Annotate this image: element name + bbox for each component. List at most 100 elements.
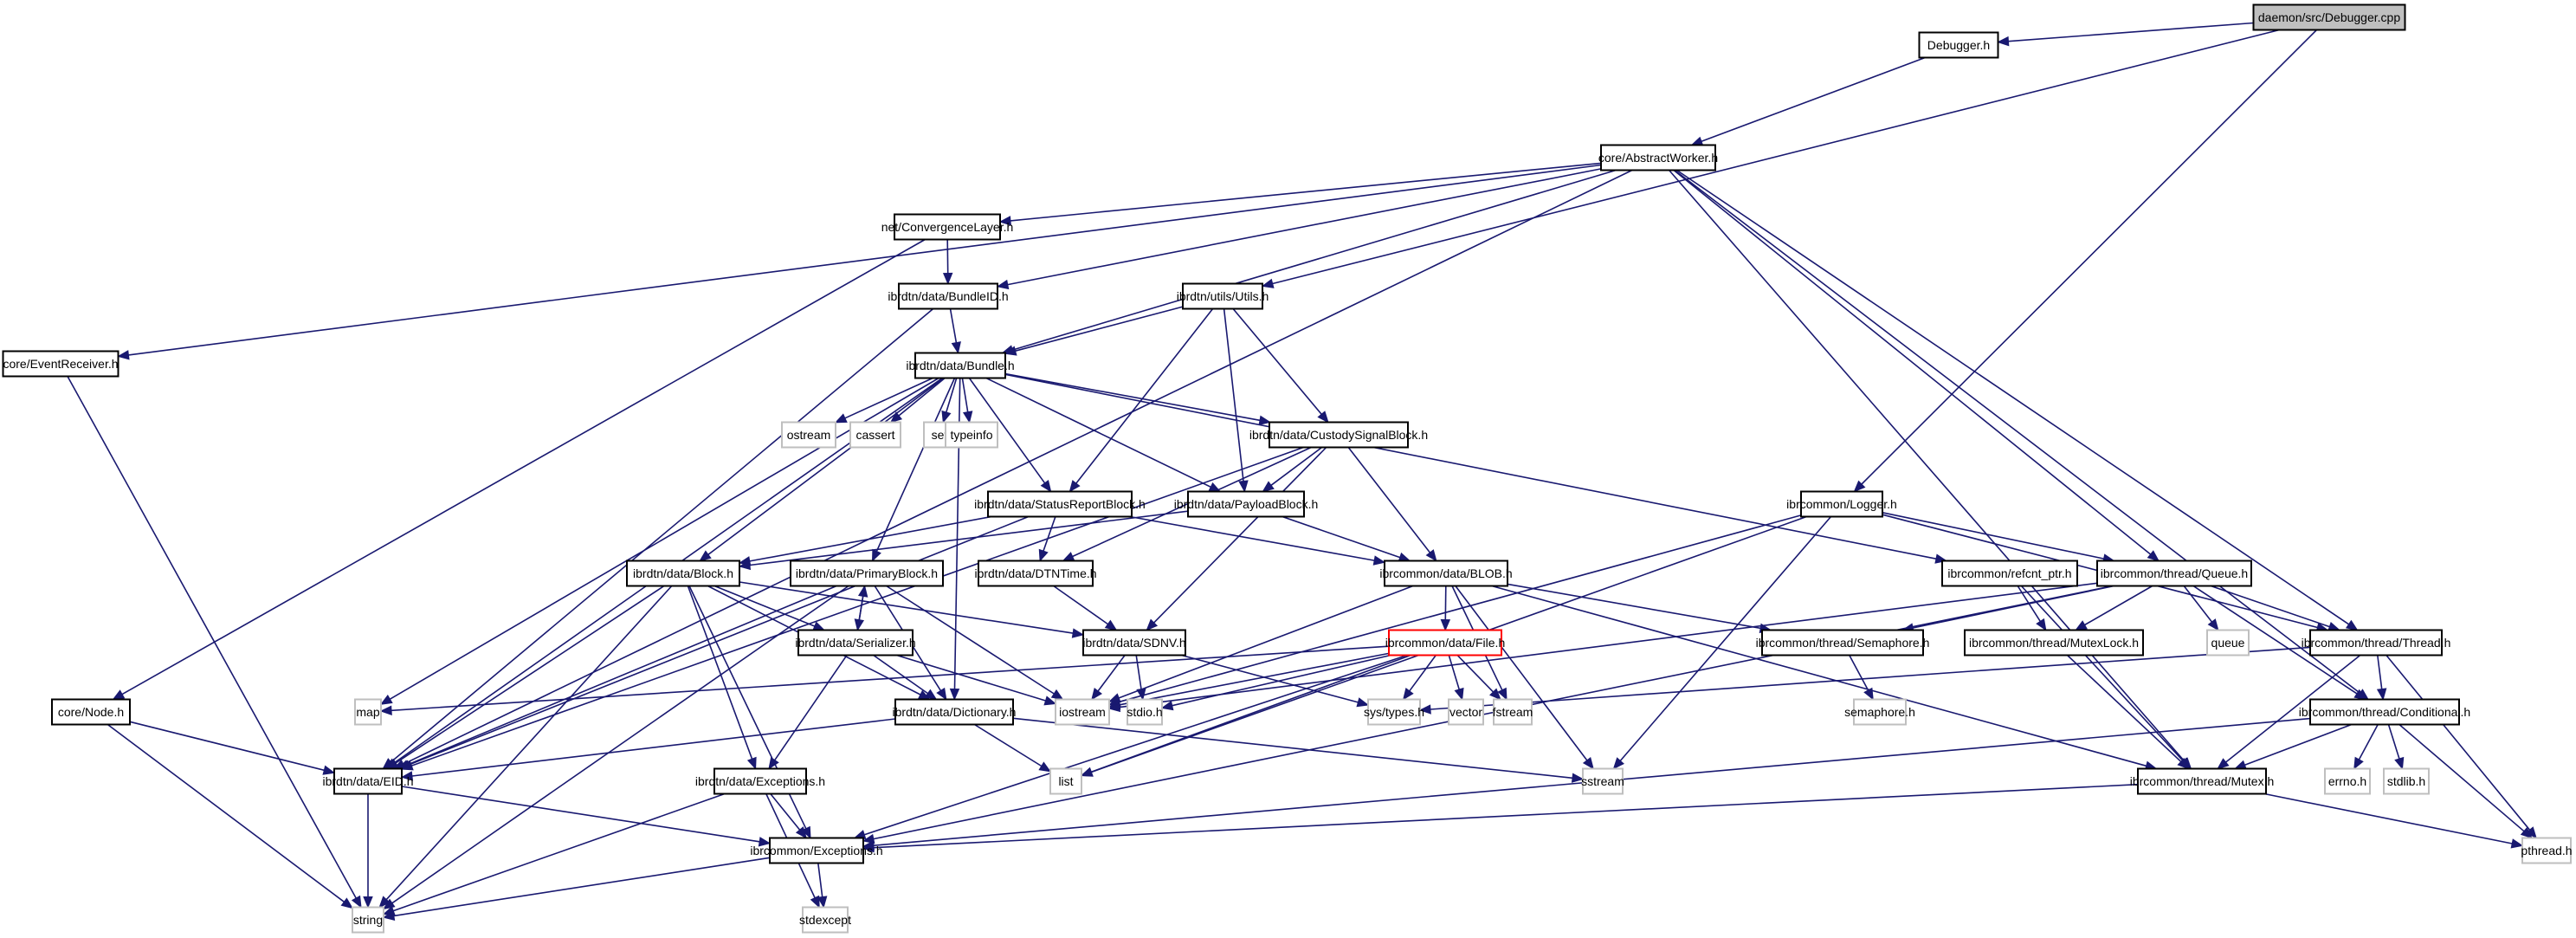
edge-line [128, 164, 1602, 356]
edge-line [391, 585, 849, 904]
node-conditional-h[interactable]: ibrcommon/thread/Conditional.h [2299, 698, 2470, 726]
node-label: vector [1449, 705, 1482, 719]
edge-line [1507, 583, 1761, 630]
arrowhead-icon [817, 896, 828, 909]
node-payloadblock-h[interactable]: ibrdtn/data/PayloadBlock.h [1174, 490, 1319, 518]
edge-line [1444, 585, 1447, 620]
node-statusreportblock-h[interactable]: ibrdtn/data/StatusReportBlock.h [974, 490, 1146, 518]
node-queue-h[interactable]: ibrcommon/thread/Queue.h [2096, 560, 2252, 587]
node-semaphore-h-local[interactable]: ibrcommon/thread/Semaphore.h [1756, 629, 1930, 657]
edge-convergencelayer_h-to-bundleid_h [942, 239, 953, 285]
arrowhead-icon [1038, 548, 1049, 562]
node-box [333, 767, 403, 795]
node-box [1448, 698, 1484, 726]
node-thread-h[interactable]: ibrcommon/thread/Thread.h [2302, 629, 2451, 657]
node-utils-h[interactable]: ibrdtn/utils/Utils.h [1177, 282, 1269, 310]
node-mutexlock-h[interactable]: ibrcommon/thread/MutexLock.h [1964, 629, 2144, 657]
node-mutex-h[interactable]: ibrcommon/thread/Mutex.h [2130, 767, 2275, 795]
node-dtntime-h[interactable]: ibrdtn/data/DTNTime.h [974, 560, 1097, 587]
arrowhead-icon [1853, 480, 1866, 493]
node-box [898, 282, 998, 310]
edge-line [1619, 515, 1832, 761]
arrowhead-icon [1107, 693, 1121, 703]
edge-line [2210, 585, 2330, 628]
node-label: ibrcommon/Logger.h [1786, 497, 1897, 511]
edge-dtntime_h-to-sdnv_h [1053, 585, 1118, 631]
node-label: ibrcommon/thread/Queue.h [2101, 566, 2248, 580]
node-refcnt-ptr-h[interactable]: ibrcommon/refcnt_ptr.h [1941, 560, 2078, 587]
edge-line [1091, 654, 1411, 773]
node-label: ibrcommon/data/File.h [1385, 636, 1506, 650]
node-custodysignalblock-h[interactable]: ibrdtn/data/CustodySignalBlock.h [1249, 421, 1428, 449]
node-stdexcept: stdexcept [799, 906, 851, 934]
arrowhead-icon [1146, 618, 1159, 631]
edge-line [2192, 585, 2358, 695]
arrowhead-icon [2520, 827, 2534, 839]
arrowhead-icon [834, 413, 848, 424]
arrowhead-icon [962, 411, 973, 424]
arrowhead-icon [2217, 758, 2230, 770]
node-eventreceiver-h[interactable]: core/EventReceiver.h [2, 350, 119, 378]
node-label: ibrdtn/data/CustodySignalBlock.h [1249, 428, 1428, 442]
node-label: ibrdtn/data/BundleID.h [888, 289, 1008, 303]
arrowhead-icon [1038, 761, 1052, 773]
arrowhead-icon [810, 895, 820, 909]
edge-file_h-to-stdio_h [1160, 654, 1391, 711]
arrowhead-icon [941, 410, 952, 424]
arrowhead-icon [862, 833, 875, 844]
edge-queue_h-to-iostream [1107, 582, 2098, 713]
node-sdnv-h[interactable]: ibrdtn/data/SDNV.h [1082, 629, 1186, 657]
node-node-h[interactable]: core/Node.h [51, 698, 131, 726]
node-bundleid-h[interactable]: ibrdtn/data/BundleID.h [888, 282, 1009, 310]
arrowhead-icon [400, 771, 414, 781]
arrowhead-icon [1261, 278, 1275, 288]
node-bundle-h[interactable]: ibrdtn/data/Bundle.h [906, 352, 1015, 379]
node-box [51, 698, 131, 726]
edge-conditional_h-to-stdlib_h [2387, 724, 2405, 770]
edge-line [1011, 169, 1617, 351]
edge-thread_h-to-mutex_h [2217, 654, 2361, 770]
arrowhead-icon [738, 560, 752, 571]
node-box [849, 421, 901, 449]
edge-bundle_h-to-ostream [834, 377, 933, 424]
edge-line [949, 308, 958, 343]
node-file-h[interactable]: ibrcommon/data/File.h [1385, 629, 1506, 657]
edge-line [385, 585, 673, 901]
node-primaryblock-h[interactable]: ibrdtn/data/PrimaryBlock.h [790, 560, 944, 587]
node-dictionary-h[interactable]: ibrdtn/data/Dictionary.h [893, 698, 1017, 726]
node-box [1388, 629, 1502, 657]
node-sstream: sstream [1581, 767, 1624, 795]
node-debugger-h[interactable]: Debugger.h [1918, 31, 1999, 59]
arrowhead-icon [1454, 687, 1464, 701]
node-blob-h[interactable]: ibrcommon/data/BLOB.h [1379, 560, 1513, 587]
edge-line [875, 378, 956, 552]
arrowhead-icon [936, 687, 947, 701]
edge-line [2020, 585, 2184, 762]
edge-line [395, 585, 665, 764]
node-box [1493, 698, 1533, 726]
edge-line [409, 515, 1030, 766]
node-convergencelayer-h[interactable]: net/ConvergenceLayer.h [881, 213, 1014, 241]
node-label: ibrdtn/data/DTNTime.h [974, 566, 1096, 580]
node-box [1049, 767, 1082, 795]
edge-line [1129, 515, 1375, 561]
node-semaphore-h: semaphore.h [1844, 698, 1915, 726]
node-box [987, 490, 1133, 518]
arrowhead-icon [2510, 838, 2524, 849]
node-box [802, 906, 849, 934]
node-block-h[interactable]: ibrdtn/data/Block.h [626, 560, 740, 587]
node-debugger-cpp[interactable]: daemon/src/Debugger.cpp [2252, 3, 2406, 31]
node-box [2309, 698, 2460, 726]
node-eid-h[interactable]: ibrdtn/data/EID.h [322, 767, 414, 795]
node-logger-h[interactable]: ibrcommon/Logger.h [1786, 490, 1897, 518]
edge-line [403, 169, 1633, 766]
node-abstractworker-h[interactable]: core/AbstractWorker.h [1598, 144, 1718, 171]
node-box [1367, 698, 1421, 726]
node-exceptions-common-h[interactable]: ibrcommon/Exceptions.h [750, 837, 883, 864]
node-exceptions-data-h[interactable]: ibrdtn/data/Exceptions.h [695, 767, 825, 795]
edge-statusreportblock_h-to-blob_h [1129, 515, 1386, 566]
node-label: ibrcommon/thread/Mutex.h [2130, 774, 2275, 788]
node-serializer-h[interactable]: ibrdtn/data/Serializer.h [795, 629, 916, 657]
edge-custodysignalblock_h-to-sdnv_h [1146, 446, 1327, 631]
